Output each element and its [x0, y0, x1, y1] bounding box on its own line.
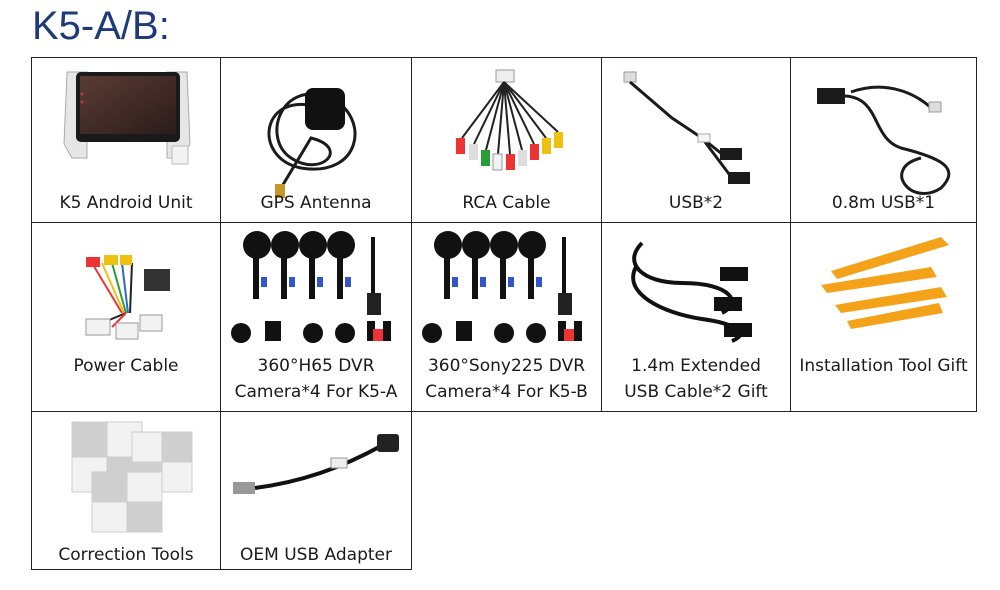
camera-set-icon [231, 231, 391, 343]
camera-set-icon [422, 231, 582, 343]
page-title: K5-A/B: [32, 4, 170, 48]
item-caption: GPS Antenna [260, 193, 372, 213]
usb-cable-icon [623, 71, 750, 184]
power-cable-icon [85, 255, 170, 340]
usb-cable-icon [817, 85, 951, 195]
item-cell: USB*2 [601, 57, 791, 223]
item-cell: Installation Tool Gift [790, 222, 977, 412]
usb-cable-icon [631, 241, 752, 343]
pry-tool-icon [821, 237, 949, 329]
item-caption: Power Cable [73, 356, 179, 376]
item-cell: Correction Tools [31, 411, 221, 570]
item-caption: RCA Cable [462, 193, 551, 213]
android-unit-icon [63, 71, 191, 165]
rca-cable-icon [456, 69, 563, 171]
gps-antenna-icon [267, 88, 357, 198]
item-cell: GPS Antenna [220, 57, 412, 223]
item-cell: Power Cable [31, 222, 221, 412]
item-cell: RCA Cable [411, 57, 602, 223]
calibration-cloth-icon [71, 421, 193, 533]
item-caption: Correction Tools [58, 545, 194, 565]
item-caption: USB*2 [668, 193, 724, 213]
item-cell: OEM USB Adapter [220, 411, 412, 570]
item-caption: Installation Tool Gift [799, 356, 968, 376]
item-caption: K5 Android Unit [59, 193, 193, 213]
item-cell: 0.8m USB*1 [790, 57, 977, 223]
item-caption: OEM USB Adapter [240, 545, 392, 565]
usb-adapter-icon [233, 434, 399, 494]
item-cell: K5 Android Unit [31, 57, 221, 223]
item-caption: 0.8m USB*1 [831, 193, 936, 213]
